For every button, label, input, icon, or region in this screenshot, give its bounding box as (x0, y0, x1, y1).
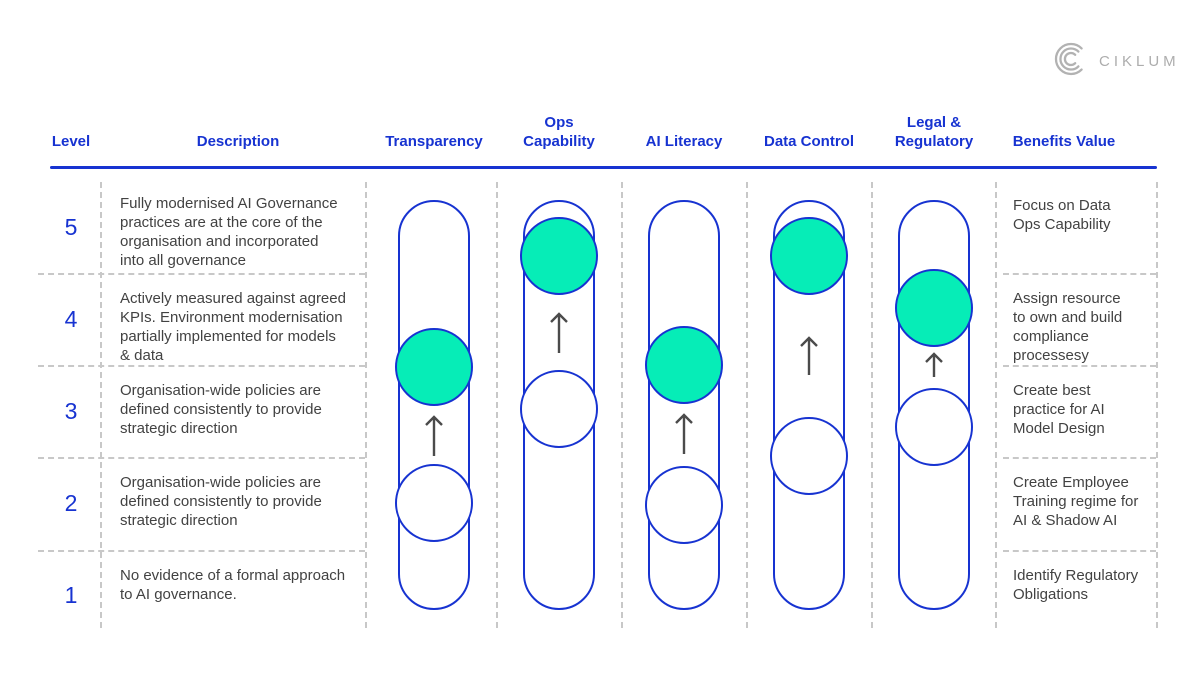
up-arrow-icon (546, 310, 572, 356)
row-divider (38, 550, 365, 552)
benefit-level-1: Identify Regulatory Obligations (1013, 567, 1139, 603)
current-marker-data-control (770, 417, 848, 495)
level-number-2: 2 (64, 490, 78, 516)
up-arrow-icon (796, 334, 822, 378)
column-header-level: Level (51, 133, 91, 150)
ciklum-logo-text: CIKLUM (1099, 53, 1180, 70)
column-header-description: Description (196, 133, 280, 150)
column-divider (995, 182, 997, 628)
ciklum-logo-icon (1052, 40, 1090, 83)
column-header-ai-literacy: AI Literacy (645, 133, 723, 150)
benefit-level-3: Create best practice for AI Model Design (1013, 382, 1105, 437)
benefit-level-2: Create Employee Training regime for AI &… (1013, 474, 1139, 529)
column-header-data-control: Data Control (764, 133, 854, 150)
level-number-1: 1 (64, 582, 78, 608)
target-marker-legal-regulatory (895, 269, 973, 347)
row-divider (38, 365, 365, 367)
column-divider (871, 182, 873, 628)
column-header-legal-regulatory: Legal & Regulatory (894, 114, 974, 150)
current-marker-ai-literacy (645, 466, 723, 544)
column-header-transparency: Transparency (385, 133, 483, 150)
column-header-benefits-value: Benefits Value (1012, 133, 1116, 150)
level-description-2: Organisation-wide policies are defined c… (120, 474, 322, 529)
header-underline (50, 166, 1157, 169)
level-description-4: Actively measured against agreed KPIs. E… (120, 290, 346, 364)
row-divider (1003, 273, 1156, 275)
level-description-5: Fully modernised AI Governance practices… (120, 195, 338, 269)
level-description-1: No evidence of a formal approach to AI g… (120, 567, 346, 603)
level-description-3: Organisation-wide policies are defined c… (120, 382, 322, 437)
up-arrow-icon (921, 351, 947, 380)
capsule-ai-literacy (648, 200, 720, 610)
row-divider (38, 457, 365, 459)
column-divider (621, 182, 623, 628)
column-header-ops-capability: Ops Capability (523, 114, 595, 150)
column-divider (365, 182, 367, 628)
current-marker-transparency (395, 464, 473, 542)
column-divider (496, 182, 498, 628)
target-marker-transparency (395, 328, 473, 406)
row-divider (1003, 365, 1156, 367)
current-marker-ops-capability (520, 370, 598, 448)
row-divider (38, 273, 365, 275)
current-marker-legal-regulatory (895, 388, 973, 466)
ciklum-logo: CIKLUM (1052, 40, 1180, 83)
level-number-4: 4 (64, 306, 78, 332)
level-number-3: 3 (64, 398, 78, 424)
target-marker-ops-capability (520, 217, 598, 295)
column-divider (100, 182, 102, 628)
level-number-5: 5 (64, 214, 78, 240)
target-marker-data-control (770, 217, 848, 295)
benefit-level-4: Assign resource to own and build complia… (1013, 290, 1123, 364)
benefit-level-5: Focus on Data Ops Capability (1013, 197, 1111, 233)
row-divider (1003, 457, 1156, 459)
up-arrow-icon (421, 413, 447, 459)
row-divider (1003, 550, 1156, 552)
target-marker-ai-literacy (645, 326, 723, 404)
column-divider (1156, 182, 1158, 628)
column-divider (746, 182, 748, 628)
up-arrow-icon (671, 411, 697, 457)
